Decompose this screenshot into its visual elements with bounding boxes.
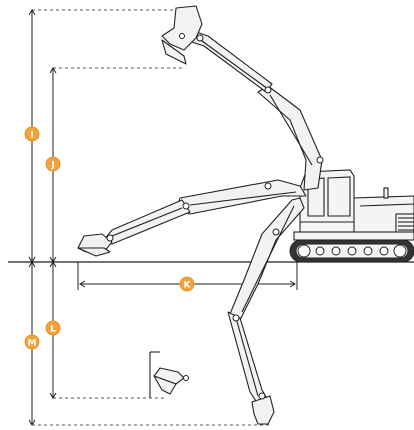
lowered-arm-pose (227, 197, 305, 425)
excavator-body (289, 169, 414, 263)
svg-text:I: I (30, 131, 33, 141)
label-m: M (24, 334, 40, 350)
label-l: L (45, 320, 61, 336)
label-j: J (45, 156, 61, 172)
svg-text:J: J (50, 161, 54, 171)
dimension-l-line (49, 261, 165, 399)
svg-text:K: K (184, 281, 192, 291)
dimension-m-line (28, 261, 270, 426)
label-k: K (179, 276, 195, 292)
wall-depth-bucket (149, 351, 189, 398)
extended-arm-pose (77, 179, 307, 257)
svg-text:M: M (28, 339, 37, 349)
raised-arm-pose (161, 5, 324, 191)
label-i: I (24, 126, 40, 142)
svg-text:L: L (50, 325, 56, 335)
